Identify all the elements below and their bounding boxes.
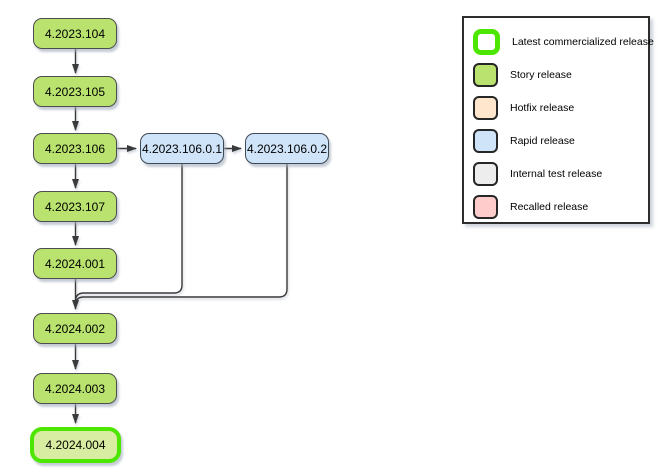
legend-swatch-internal-test-release xyxy=(473,162,498,186)
legend-label: Story release xyxy=(510,69,572,81)
legend-item-hotfix-release: Hotfix release xyxy=(473,94,574,122)
node-4-2023-107: 4.2023.107 xyxy=(33,191,117,222)
legend-swatch-latest-commercialized xyxy=(473,29,500,55)
legend-item-recalled-release: Recalled release xyxy=(473,193,588,221)
node-4-2023-104: 4.2023.104 xyxy=(33,18,117,49)
legend-item-rapid-release: Rapid release xyxy=(473,127,575,155)
legend-item-internal-test-release: Internal test release xyxy=(473,160,602,188)
node-4-2024-004-latest-commercialized: 4.2024.004 xyxy=(30,427,121,463)
legend-swatch-story-release xyxy=(473,63,498,87)
legend-swatch-rapid-release xyxy=(473,129,498,153)
legend-label: Latest commercialized release xyxy=(512,36,654,48)
node-4-2023-106-0-2: 4.2023.106.0.2 xyxy=(245,133,329,164)
node-4-2023-106-0-1: 4.2023.106.0.1 xyxy=(140,133,224,164)
edge-4-2023-106-0-1-to-4-2024-002 xyxy=(74,164,183,302)
node-4-2023-106: 4.2023.106 xyxy=(33,133,117,164)
node-4-2024-002: 4.2024.002 xyxy=(33,313,117,344)
legend-label: Hotfix release xyxy=(510,102,575,114)
legend-swatch-recalled-release xyxy=(473,195,498,219)
legend-label: Recalled release xyxy=(510,201,589,213)
legend: Latest commercialized release Story rele… xyxy=(462,16,654,224)
legend-item-story-release: Story release xyxy=(473,61,572,89)
legend-label: Rapid release xyxy=(510,135,575,147)
edge-4-2023-106-0-2-to-4-2024-002 xyxy=(74,164,288,306)
node-4-2024-003: 4.2024.003 xyxy=(33,373,117,404)
legend-item-latest-commercialized: Latest commercialized release xyxy=(473,28,654,56)
node-4-2023-105: 4.2023.105 xyxy=(33,76,117,107)
node-4-2024-001: 4.2024.001 xyxy=(33,248,117,279)
legend-label: Internal test release xyxy=(510,168,603,180)
legend-swatch-hotfix-release xyxy=(473,96,498,120)
